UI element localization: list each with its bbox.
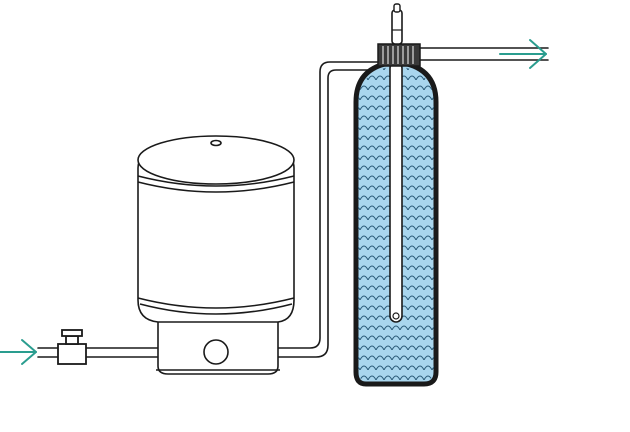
pipe [37, 47, 549, 358]
valve-handle [61, 329, 83, 337]
riser-tube [389, 61, 403, 323]
tank-band-top-1 [137, 175, 295, 187]
cap-collar [377, 43, 421, 67]
valve-body [57, 343, 87, 365]
pressure-tank [137, 135, 295, 375]
filter-tank [353, 59, 439, 387]
tank-band-bottom-1 [137, 297, 295, 309]
outlet-arrow-icon [499, 39, 547, 69]
tank-port [203, 339, 229, 365]
cap-stem-tip [393, 3, 401, 13]
valve-stem [65, 335, 79, 345]
tank-dome [137, 135, 295, 185]
tank-head-cap [377, 3, 421, 67]
tank-band-top-2 [137, 181, 295, 193]
inlet-arrow-icon [0, 339, 37, 365]
inlet-pipe-outer [37, 61, 379, 349]
inlet-pipe-inner [37, 69, 379, 358]
tank-top-port [210, 139, 222, 147]
valve-icon [57, 329, 87, 365]
cap-grip-lines [382, 46, 414, 64]
cap-stem [391, 9, 403, 45]
tank-band-bottom-2 [139, 303, 293, 315]
